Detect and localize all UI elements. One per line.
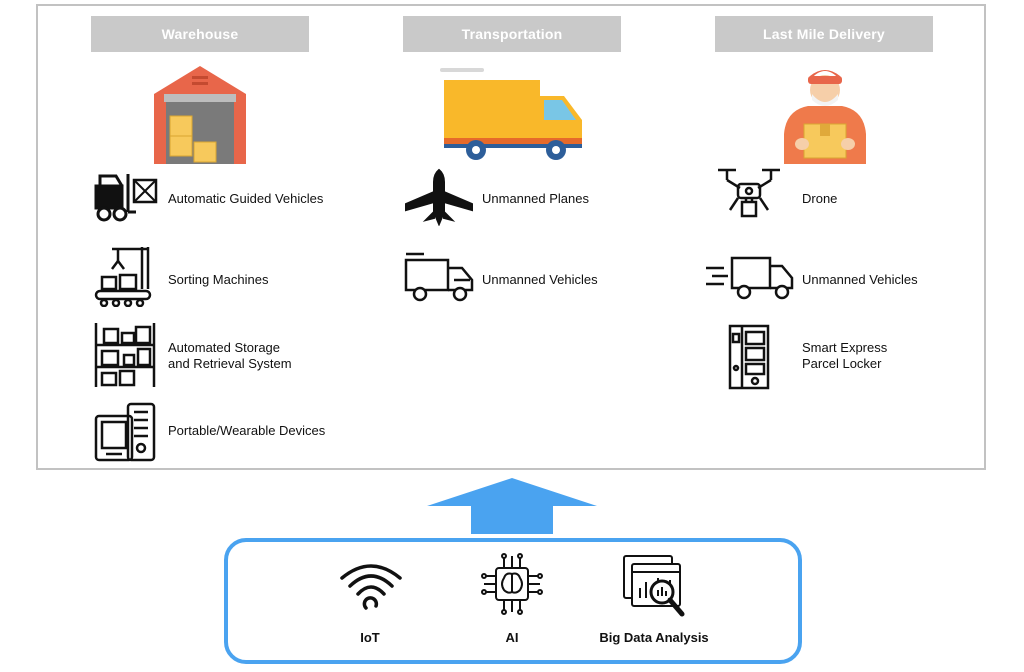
applications-frame bbox=[36, 4, 986, 470]
sorting-machine-icon bbox=[94, 247, 152, 307]
wearable-device-icon bbox=[94, 402, 156, 462]
up-arrow-icon bbox=[427, 478, 597, 534]
tech-label-ai: AI bbox=[505, 630, 519, 645]
header-transportation: Transportation bbox=[403, 16, 621, 52]
forklift-icon bbox=[94, 174, 158, 222]
tech-label-big-data-analysis: Big Data Analysis bbox=[599, 630, 709, 645]
courier-icon bbox=[784, 70, 866, 164]
item-automated-storage: Automated Storage bbox=[168, 340, 281, 355]
ai-chip-icon bbox=[481, 553, 543, 615]
item-unmanned-vehicles-transport: Unmanned Vehicles bbox=[482, 272, 598, 287]
item-smart-express: Smart Express bbox=[802, 340, 888, 355]
item-smart-express-line2: Parcel Locker bbox=[802, 356, 882, 371]
truck-icon bbox=[404, 252, 474, 302]
tech-label-iot: IoT bbox=[360, 630, 380, 645]
fast-truck-icon bbox=[706, 256, 794, 300]
warehouse-icon bbox=[154, 66, 246, 164]
delivery-truck-icon bbox=[440, 68, 582, 160]
header-last-mile-delivery: Last Mile Delivery bbox=[715, 16, 933, 52]
parcel-locker-icon bbox=[728, 324, 770, 390]
drone-icon bbox=[718, 168, 780, 218]
storage-rack-icon bbox=[94, 323, 156, 387]
item-automated-storage-line2: and Retrieval System bbox=[168, 356, 292, 371]
item-portable-wearable-devices: Portable/Wearable Devices bbox=[168, 423, 326, 438]
item-drone: Drone bbox=[802, 191, 838, 206]
item-automatic-guided-vehicles: Automatic Guided Vehicles bbox=[168, 191, 324, 206]
wifi-icon bbox=[340, 564, 402, 610]
plane-icon bbox=[405, 168, 473, 226]
item-sorting-machines: Sorting Machines bbox=[168, 272, 269, 287]
item-unmanned-planes: Unmanned Planes bbox=[482, 191, 589, 206]
data-analysis-icon bbox=[623, 555, 685, 617]
item-unmanned-vehicles-last-mile: Unmanned Vehicles bbox=[802, 272, 918, 287]
header-warehouse: Warehouse bbox=[91, 16, 309, 52]
